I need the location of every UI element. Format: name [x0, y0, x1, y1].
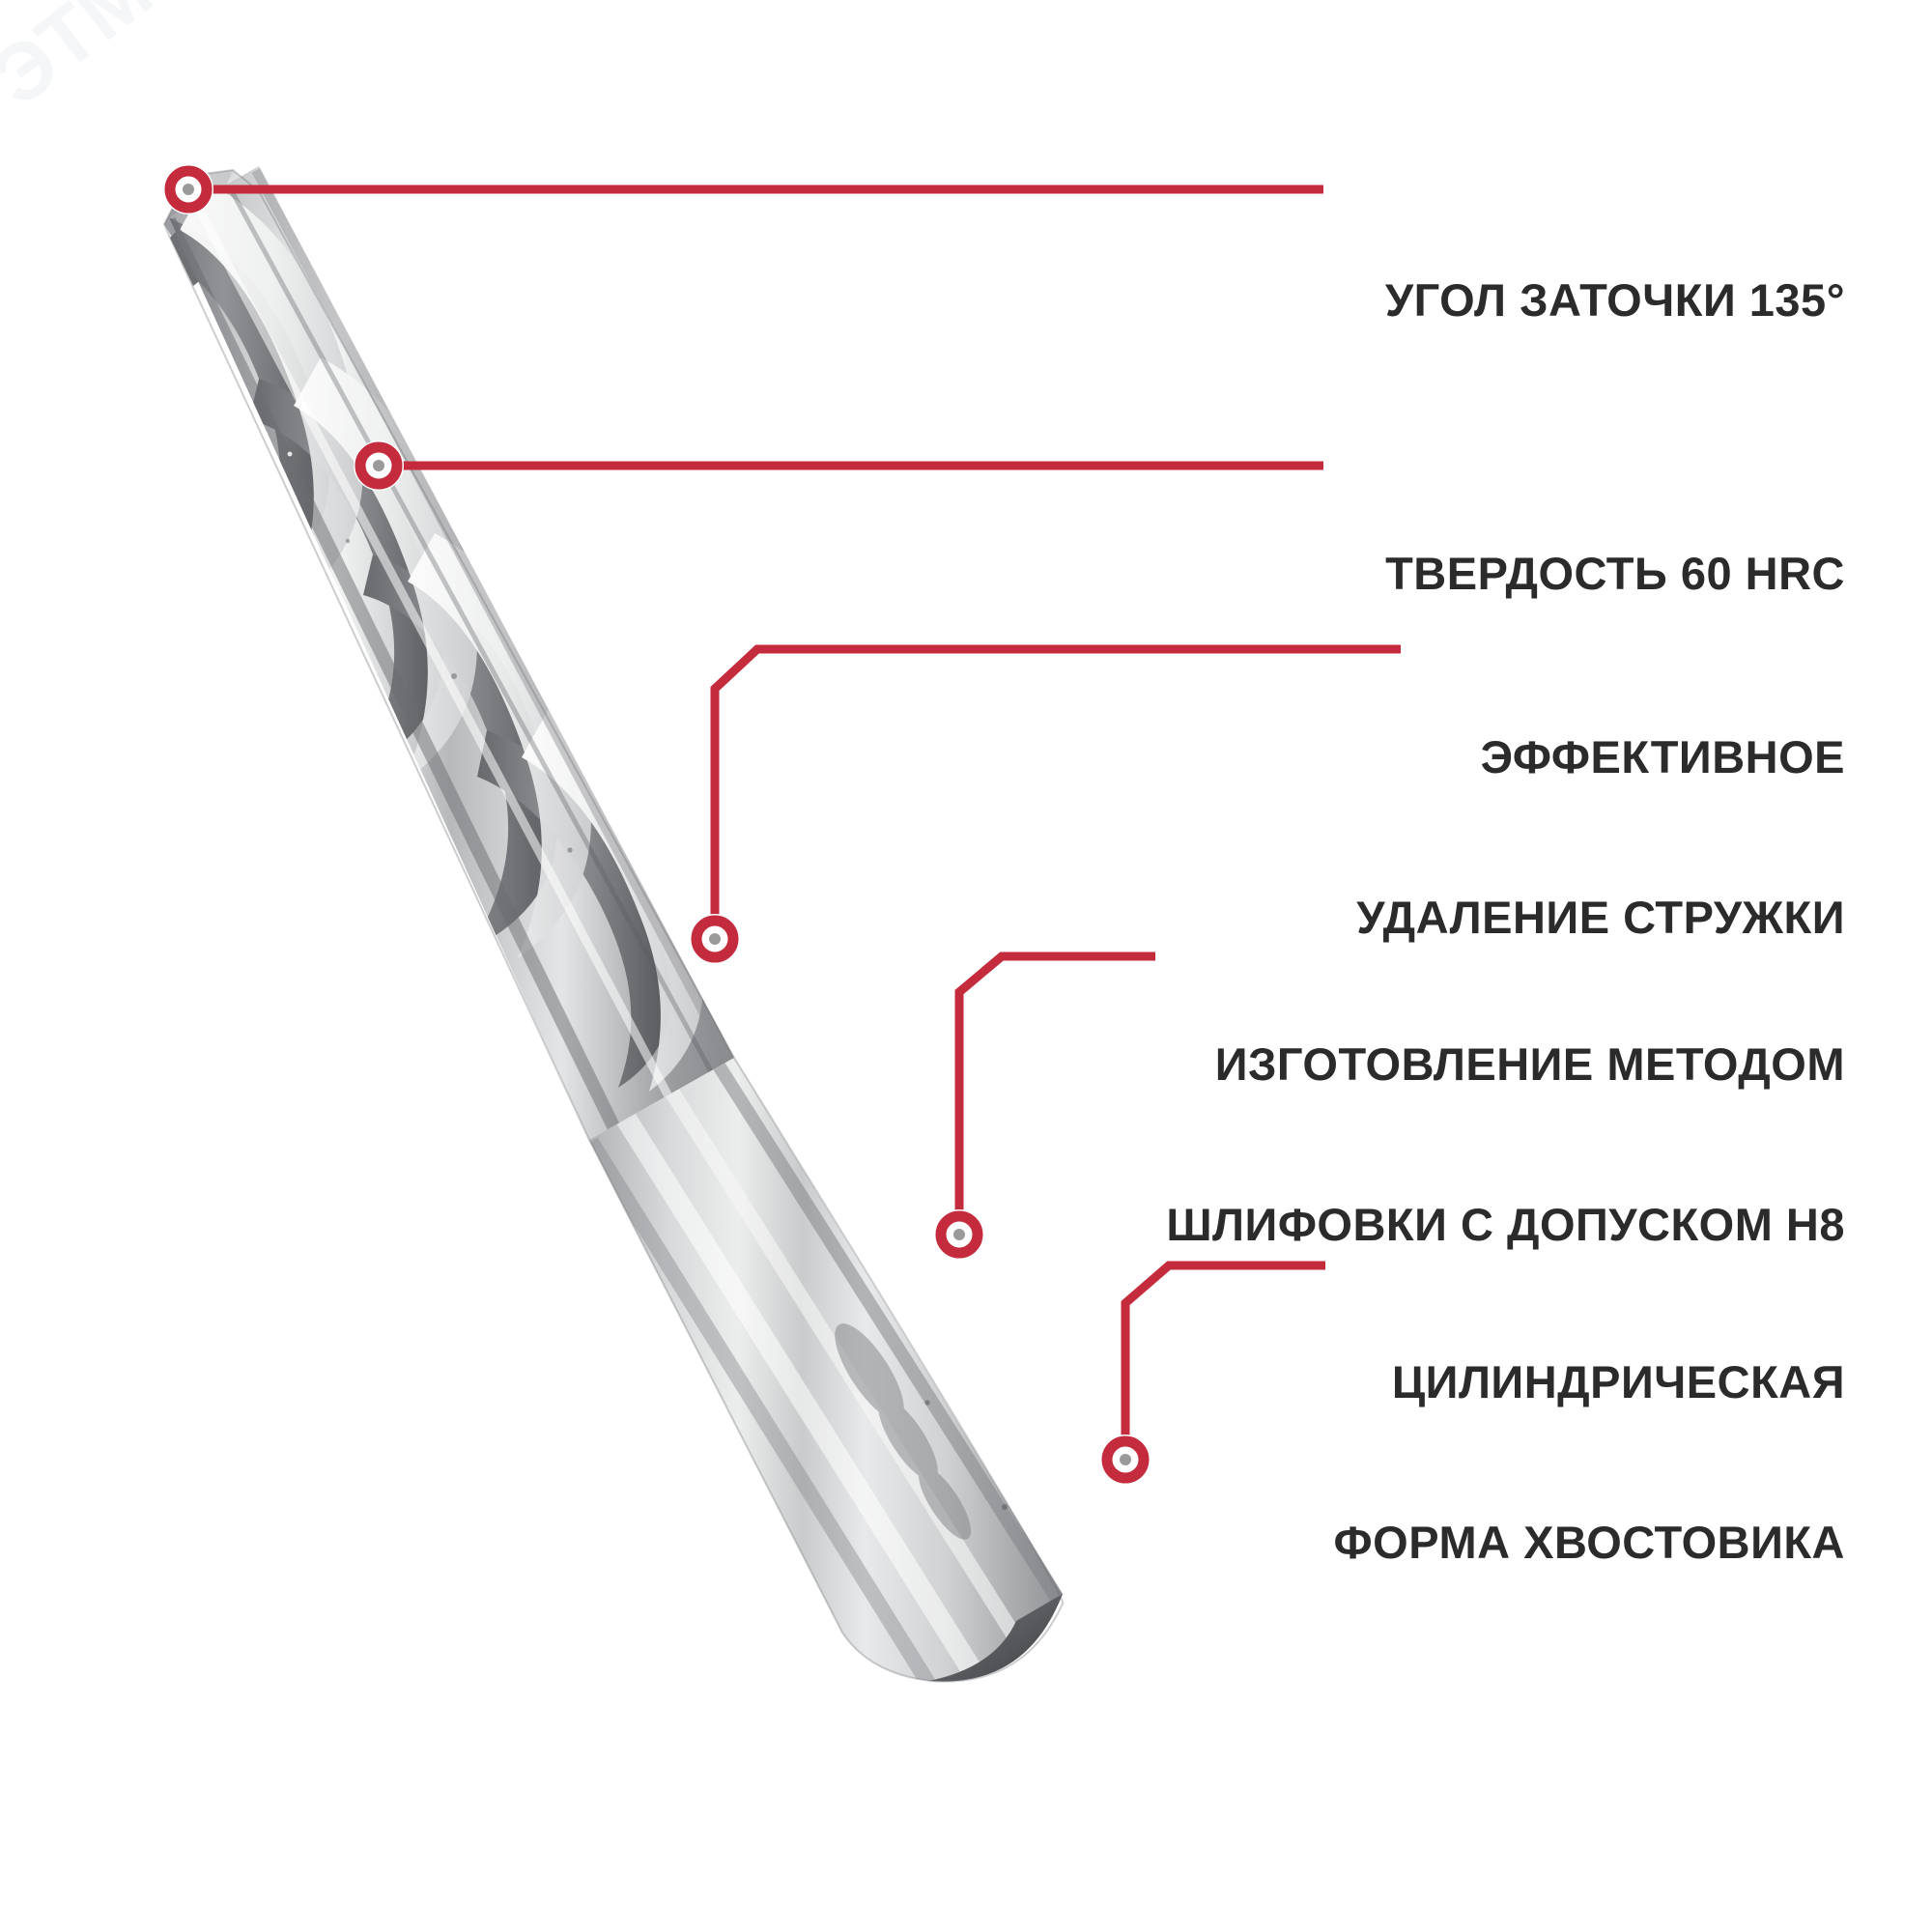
- leader-line-grinding-tolerance: [954, 952, 1155, 1235]
- leader-lines-group: [188, 185, 1401, 1460]
- callout-line: ШЛИФОВКИ С ДОПУСКОМ H8: [1166, 1199, 1845, 1251]
- callout-label-cylindrical-shank: ЦИЛИНДРИЧЕСКАЯ ФОРМА ХВОСТОВИКА: [1334, 1248, 1845, 1677]
- leader-line-cylindrical-shank: [1121, 1261, 1325, 1460]
- callout-dot-core: [1120, 1454, 1131, 1465]
- callout-dot-cylindrical-shank[interactable]: [1101, 1435, 1150, 1484]
- callout-line: ЦИЛИНДРИЧЕСКАЯ: [1391, 1355, 1845, 1407]
- callout-line: УДАЛЕНИЕ СТРУЖКИ: [1356, 892, 1845, 944]
- callout-dot-core: [373, 460, 384, 471]
- callout-label-grinding-tolerance: ИЗГОТОВЛЕНИЕ МЕТОДОМ ШЛИФОВКИ С ДОПУСКОМ…: [1166, 930, 1845, 1359]
- callout-label-hardness: ТВЕРДОСТЬ 60 HRC: [1385, 440, 1845, 707]
- callout-label-sharpening-angle: УГОЛ ЗАТОЧКИ 135°: [1385, 166, 1845, 434]
- leader-dots-group: [163, 164, 1151, 1485]
- callout-dot-chip-removal[interactable]: [691, 915, 739, 963]
- callout-line: ЭФФЕКТИВНОЕ: [1480, 730, 1845, 782]
- callout-line: ИЗГОТОВЛЕНИЕ МЕТОДОМ: [1214, 1037, 1845, 1090]
- callout-line: ТВЕРДОСТЬ 60 HRC: [1385, 547, 1845, 599]
- leader-line-chip-removal: [710, 644, 1401, 939]
- callout-dot-core: [953, 1229, 965, 1240]
- callout-dot-core: [709, 933, 721, 945]
- callout-dot-grinding-tolerance[interactable]: [935, 1210, 983, 1259]
- callout-label-chip-removal: ЭФФЕКТИВНОЕ УДАЛЕНИЕ СТРУЖКИ: [1356, 623, 1845, 1052]
- callout-line: УГОЛ ЗАТОЧКИ 135°: [1384, 273, 1845, 326]
- callout-dot-hardness[interactable]: [355, 441, 403, 490]
- callout-dot-sharpening-angle[interactable]: [164, 165, 213, 213]
- callout-dot-core: [183, 184, 194, 195]
- callout-line: ФОРМА ХВОСТОВИКА: [1333, 1517, 1845, 1569]
